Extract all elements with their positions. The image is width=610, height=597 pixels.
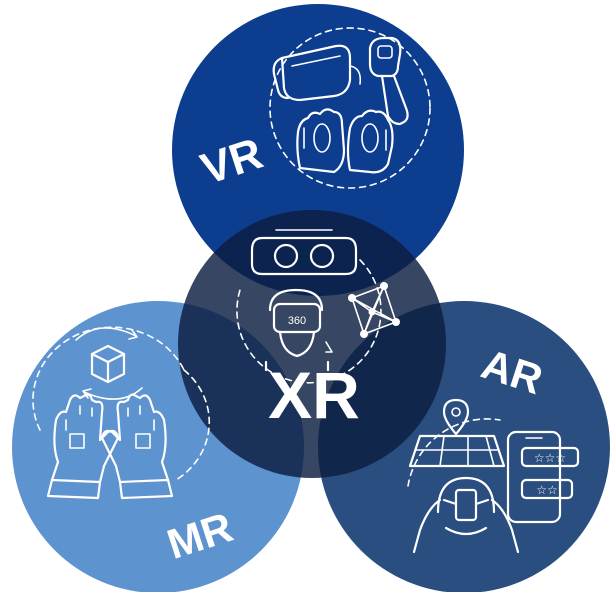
svg-text:☆☆☆: ☆☆☆ [534, 451, 566, 465]
svg-text:☆☆: ☆☆ [536, 483, 558, 497]
headset-badge: 360 [288, 315, 306, 327]
gloved-hands-icon [46, 393, 174, 500]
ar-icons: ☆☆☆ ☆☆ [407, 398, 580, 554]
smartphone-ratings-icon: ☆☆☆ ☆☆ [506, 430, 580, 524]
network-graph-icon [348, 282, 400, 338]
xr-label: XR [268, 358, 360, 432]
vr-headset-icon [272, 44, 362, 102]
vr-icons [269, 27, 431, 189]
mr-icons [32, 326, 211, 500]
xr-icons: 360 [236, 229, 400, 384]
vr-controller-icon [368, 36, 409, 126]
person-360-headset-icon: 360 [264, 288, 333, 372]
map-pin-icon [408, 398, 506, 468]
hand-icon [346, 109, 394, 174]
vr-goggles-icon [250, 229, 358, 276]
hand-icon [296, 108, 346, 174]
person-with-phone-icon [412, 476, 520, 554]
rotating-cube-icon [75, 327, 143, 400]
